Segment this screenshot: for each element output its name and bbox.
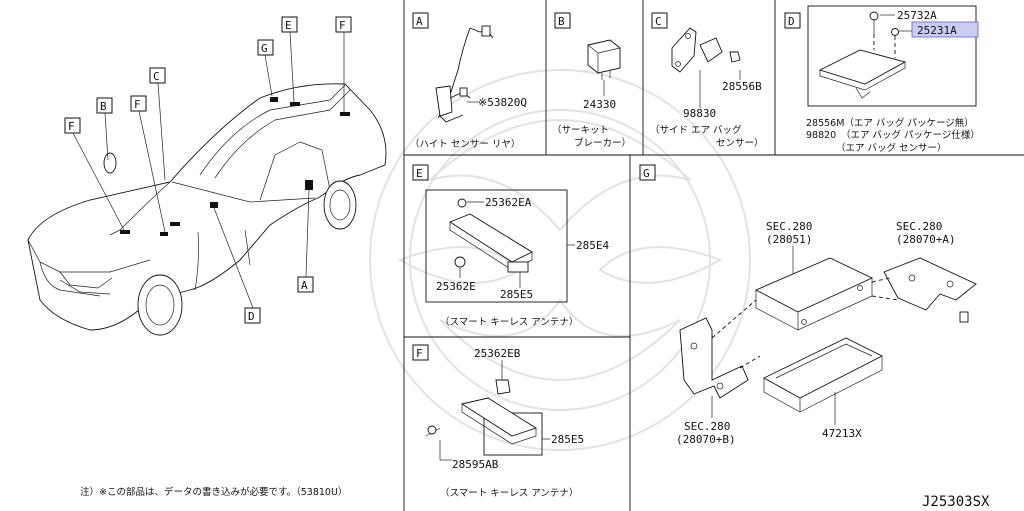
panel-c-letter: C <box>655 15 662 28</box>
car-tag-g: G <box>261 42 268 55</box>
part-285e5-f: 285E5 <box>551 433 584 446</box>
panel-f: F 25362EB 285E5 28595AB （スマート キーレス アンテナ） <box>412 344 584 499</box>
panel-a-caption: （ハイト センサー リヤ） <box>410 138 520 150</box>
car-tag-b: B <box>100 100 107 113</box>
part-25231a-highlight <box>911 21 979 38</box>
car-tag-a: A <box>301 279 308 292</box>
panel-b: B 24330 （サーキット ブレーカー） <box>552 12 631 149</box>
part-25231a: 25231A <box>917 24 957 37</box>
part-28070b: (28070+B) <box>676 433 736 446</box>
panel-b-letter: B <box>558 15 565 28</box>
panel-e-caption: （スマート キーレス アンテナ） <box>440 316 578 328</box>
panel-e: E 25362EA 285E4 25362E 285E5 （スマート キーレス … <box>412 164 609 328</box>
panel-d: D 25732A 25231A 28556M（エア バッグ パッケージ無） 98… <box>784 5 980 154</box>
panel-c: C 28556B 98830 （サイド エア バッグ センサー） <box>650 12 764 149</box>
car-tag-f3: F <box>68 120 75 133</box>
panel-g: G SEC.280 (28051) SEC.280 (28070+A) 4721… <box>639 164 977 446</box>
car-tag-e: E <box>285 19 292 32</box>
car-tag-f2: F <box>134 98 141 111</box>
part-25362ea: 25362EA <box>485 196 532 209</box>
panel-c-caption2: センサー） <box>716 137 764 149</box>
part-24330: 24330 <box>583 98 616 111</box>
car-tag-d: D <box>248 310 255 323</box>
panel-b-caption2: ブレーカー） <box>574 137 631 149</box>
car-tags: G E F C B F F D A <box>64 16 352 324</box>
part-25362e: 25362E <box>436 280 476 293</box>
panel-grid <box>403 0 1024 511</box>
panel-c-caption1: （サイド エア バッグ <box>650 124 742 136</box>
part-98830: 98830 <box>683 107 716 120</box>
part-28556b: 28556B <box>722 80 762 93</box>
panel-f-caption: （スマート キーレス アンテナ） <box>440 487 578 499</box>
panel-f-letter: F <box>416 347 423 360</box>
panel-d-letter: D <box>788 15 795 28</box>
part-47213x: 47213X <box>822 427 862 440</box>
part-25732a: 25732A <box>897 9 937 22</box>
panel-d-caption1: 28556M（エア バッグ パッケージ無） <box>806 117 974 129</box>
part-sec280-c: SEC.280 <box>684 420 730 433</box>
part-sec280-b: SEC.280 <box>896 220 942 233</box>
part-285e4: 285E4 <box>576 239 609 252</box>
panel-b-caption1: （サーキット <box>552 124 609 136</box>
part-25362eb: 25362EB <box>474 347 521 360</box>
footnote: 注）※この部品は、データの書き込みが必要です。（53810U） <box>80 486 347 498</box>
part-285e5: 285E5 <box>500 288 533 301</box>
panel-a: A ※53820Q （ハイト センサー リヤ） <box>410 12 527 150</box>
panel-d-caption3: （エア バッグ センサー） <box>836 142 947 154</box>
car-overview <box>27 83 387 336</box>
part-28070a: (28070+A) <box>896 233 956 246</box>
panel-a-letter: A <box>416 15 423 28</box>
part-28051: (28051) <box>766 233 812 246</box>
car-tag-c: C <box>153 70 160 83</box>
panel-e-letter: E <box>416 167 423 180</box>
part-28595ab: 28595AB <box>452 458 499 471</box>
diagram-id: J25303SX <box>922 494 990 510</box>
panel-d-caption2: 98820 （エア バッグ パッケージ仕様） <box>806 129 980 141</box>
part-53820q: ※53820Q <box>478 96 527 109</box>
part-sec280-a: SEC.280 <box>766 220 812 233</box>
car-tag-f: F <box>339 19 346 32</box>
panel-g-letter: G <box>643 167 650 180</box>
